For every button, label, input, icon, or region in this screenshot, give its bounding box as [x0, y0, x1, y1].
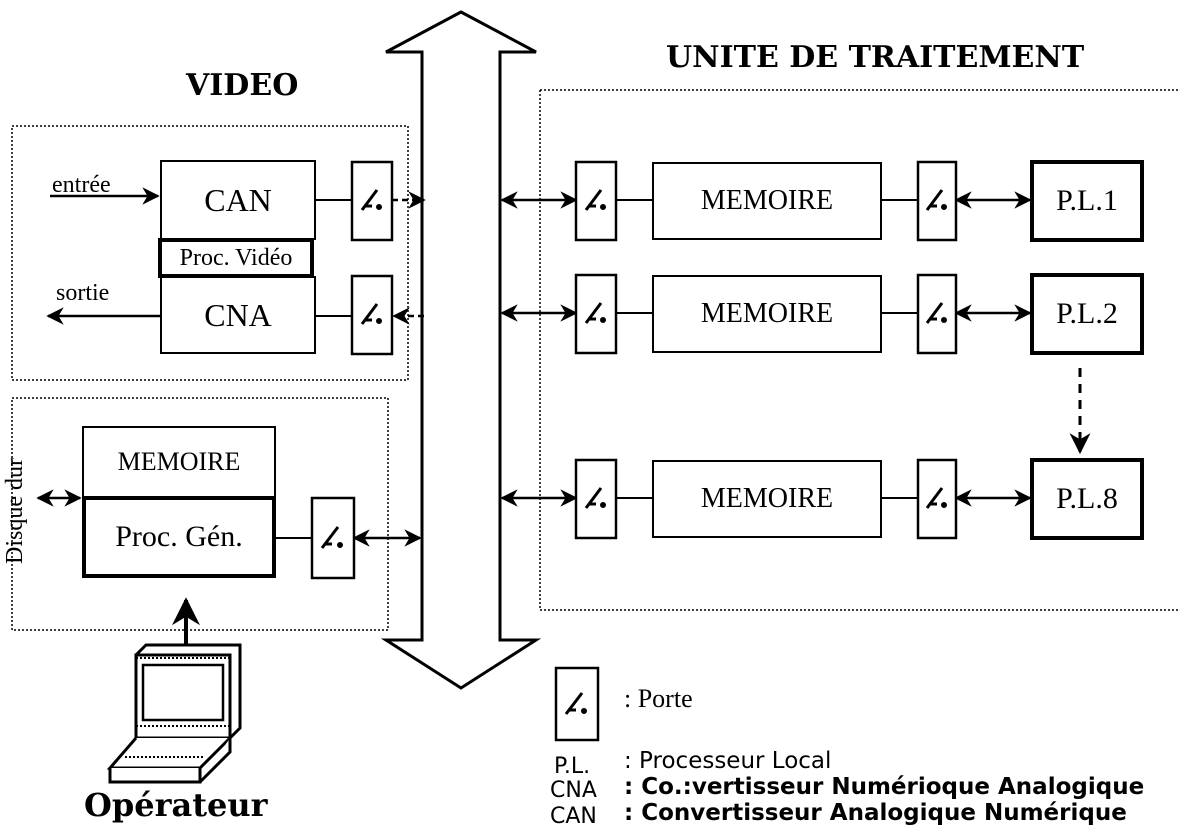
unit-memory-1-label: MEMOIRE: [700, 185, 834, 216]
cna-label: CNA: [204, 296, 272, 333]
gate-proc-gen: [310, 496, 356, 580]
pl-1-box: P.L.1: [1030, 160, 1144, 242]
input-label: entrée: [52, 172, 111, 198]
legend-gate-icon: [554, 666, 600, 742]
legend-pl-desc: : Processeur Local: [624, 748, 832, 774]
gate-row3-right: [916, 458, 958, 540]
data-bus-arrow: [380, 10, 542, 690]
general-processor-label: Proc. Gén.: [115, 520, 243, 553]
legend-gate-text: : Porte: [624, 684, 693, 713]
unit-memory-1: MEMOIRE: [652, 162, 882, 240]
operator-terminal-icon: [106, 643, 242, 784]
unit-memory-3-label: MEMOIRE: [700, 483, 834, 514]
legend-cna-abbr: CNA: [550, 778, 597, 803]
pl-8-box: P.L.8: [1030, 458, 1144, 540]
proc-video-box: Proc. Vidéo: [158, 238, 314, 278]
operator-title: Opérateur: [84, 786, 268, 824]
gate-row1-right: [916, 160, 958, 242]
gate-row1-left: [574, 160, 618, 242]
proc-video-label: Proc. Vidéo: [179, 244, 293, 271]
disk-label: Disque dur: [2, 458, 28, 564]
unit-title: UNITE DE TRAITEMENT: [666, 40, 1085, 75]
general-processor-box: Proc. Gén.: [82, 496, 276, 578]
legend-can-abbr: CAN: [550, 804, 597, 829]
unit-memory-2-label: MEMOIRE: [700, 298, 834, 329]
unit-group-frame: [539, 90, 1180, 611]
gate-can: [350, 160, 394, 242]
pl-1-label: P.L.1: [1056, 184, 1118, 217]
legend-cna-desc: : Co.:vertisseur Numérioque Analogique: [624, 774, 1145, 800]
gate-row2-right: [916, 273, 958, 355]
pl-8-label: P.L.8: [1056, 482, 1118, 515]
unit-memory-3: MEMOIRE: [652, 460, 882, 538]
can-box: CAN: [160, 160, 316, 240]
gate-cna: [350, 274, 394, 356]
legend-pl-abbr: P.L.: [554, 754, 591, 779]
video-title: VIDEO: [186, 68, 299, 103]
video-group-frame: [11, 125, 409, 381]
cna-box: CNA: [160, 276, 316, 354]
general-memory-box: MEMOIRE: [82, 426, 276, 498]
gate-row3-left: [574, 458, 618, 540]
unit-memory-2: MEMOIRE: [652, 275, 882, 353]
general-group-frame: [11, 397, 389, 631]
gate-row2-left: [574, 273, 618, 355]
general-memory-label: MEMOIRE: [117, 447, 241, 476]
can-label: CAN: [204, 181, 272, 218]
pl-2-label: P.L.2: [1056, 297, 1118, 330]
legend-can-desc: : Convertisseur Analogique Numérique: [624, 800, 1127, 826]
pl-2-box: P.L.2: [1030, 273, 1144, 355]
output-label: sortie: [56, 280, 110, 306]
